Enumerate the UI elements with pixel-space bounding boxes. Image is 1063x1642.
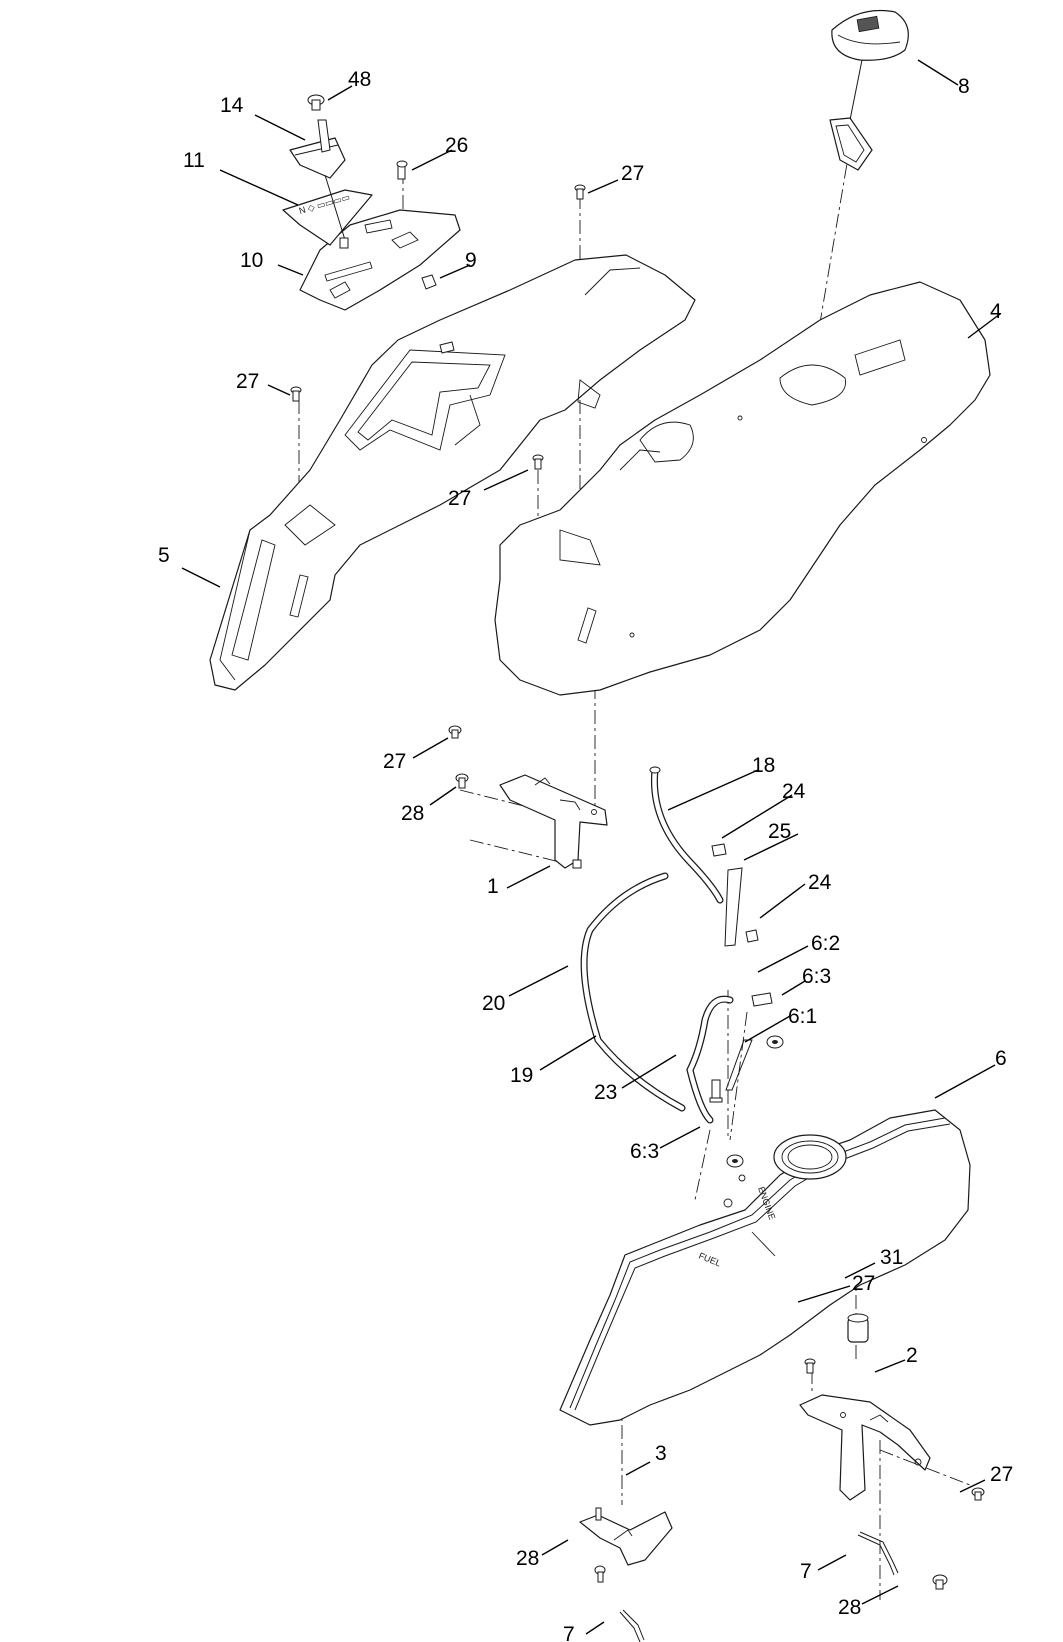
callout-27: 27 [990, 1463, 1013, 1486]
callout-4: 4 [990, 300, 1002, 323]
callout-20: 20 [482, 992, 505, 1015]
callout-26: 26 [445, 134, 468, 157]
callout-18: 18 [752, 754, 775, 777]
callout-6-3: 6:3 [802, 965, 831, 988]
part-6-3-grommets [726, 1035, 784, 1168]
part-20-fuel-hose [580, 872, 686, 1112]
callout-6: 6 [995, 1047, 1007, 1070]
callout-7: 7 [800, 1560, 812, 1583]
part-31-bumper [847, 1313, 869, 1343]
part-8-fuel-cap [829, 9, 909, 171]
callout-31: 31 [880, 1246, 903, 1269]
callout-23: 23 [594, 1081, 617, 1104]
leader-lines [181, 59, 1001, 1635]
callout-14: 14 [220, 94, 244, 117]
part-25-hose-clamp-strap [724, 867, 743, 947]
part-28-bolts [594, 1565, 948, 1590]
part-18-vent-hose [649, 766, 724, 904]
callout-27: 27 [621, 162, 644, 185]
callout-6-1: 6:1 [788, 1005, 817, 1028]
callout-5: 5 [158, 544, 170, 567]
callout-27: 27 [852, 1272, 875, 1295]
callout-labels: 48 14 26 11 27 8 10 9 4 27 27 5 27 18 28… [158, 68, 1013, 1642]
part-6-fuel-tank: FUEL ENGINE [559, 1109, 971, 1426]
callout-8: 8 [958, 75, 970, 98]
callout-1: 1 [487, 875, 499, 898]
part-7-clips [619, 1531, 899, 1642]
callout-25: 25 [768, 820, 791, 843]
part-2-rear-bracket [799, 1394, 931, 1501]
callout-6-3: 6:3 [630, 1140, 659, 1163]
callout-11: 11 [183, 149, 205, 172]
part-27-screw-tank [804, 1358, 816, 1374]
part-26-screw [396, 160, 408, 180]
callout-27: 27 [383, 750, 406, 773]
part-27-screws [290, 184, 586, 470]
part-28-bolt-bracket [455, 773, 469, 789]
callout-10: 10 [240, 249, 263, 272]
callout-27: 27 [448, 487, 471, 510]
part-24-clamps [711, 843, 759, 943]
part-23-fitting [709, 1079, 723, 1103]
part-4-right-shroud [494, 281, 991, 696]
part-14-throttle-lever [289, 119, 349, 249]
callout-24: 24 [808, 871, 832, 894]
callout-27: 27 [236, 370, 259, 393]
callout-24: 24 [782, 780, 806, 803]
callout-2: 2 [906, 1344, 918, 1367]
callout-7: 7 [563, 1623, 575, 1642]
part-9-clip [421, 274, 455, 354]
part-6-2-fitting-hose [686, 992, 773, 1124]
part-27-screw-rear [971, 1487, 985, 1501]
callout-19: 19 [510, 1064, 533, 1087]
callout-28: 28 [401, 802, 424, 825]
part-1-bracket [499, 774, 608, 869]
callout-9: 9 [465, 249, 477, 272]
callout-28: 28 [516, 1547, 539, 1570]
callout-48: 48 [348, 68, 371, 91]
part-27-screw-bracket [448, 725, 462, 739]
part-3-front-bracket [579, 1507, 673, 1566]
callout-6-2: 6:2 [811, 932, 840, 955]
part-48-knob [307, 94, 325, 111]
callout-28: 28 [838, 1596, 861, 1619]
callout-3: 3 [655, 1442, 667, 1465]
